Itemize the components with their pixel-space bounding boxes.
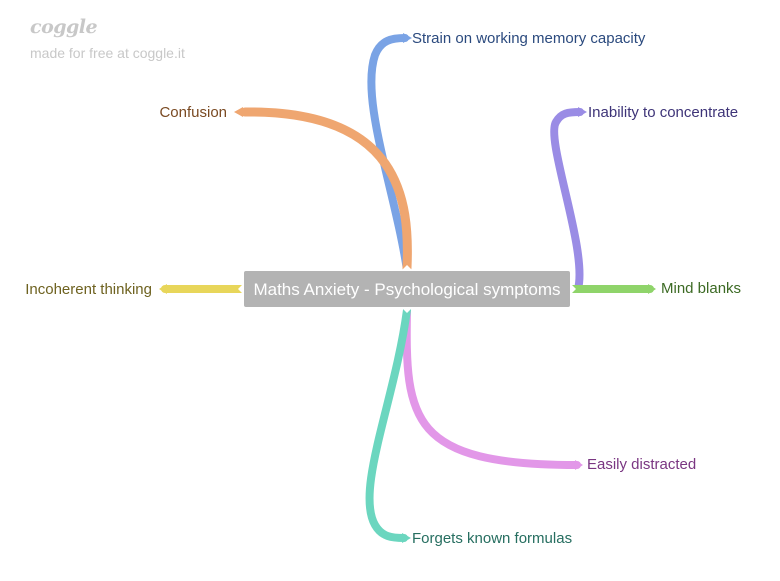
branch-label-mindblanks[interactable]: Mind blanks: [661, 280, 741, 297]
branch-labels: Strain on working memory capacity Confus…: [25, 30, 741, 547]
branch-curve-strain[interactable]: [367, 34, 411, 274]
root-connector-right: [570, 283, 576, 295]
root-connector-bottom: [401, 307, 413, 313]
branch-curve-formulas[interactable]: [365, 306, 411, 542]
branch-curve-confusion[interactable]: [240, 107, 412, 273]
branch-label-strain[interactable]: Strain on working memory capacity: [412, 30, 646, 47]
root-node-label[interactable]: Maths Anxiety - Psychological symptoms: [253, 280, 560, 299]
arrow-tip-incoherent: [159, 284, 167, 294]
coggle-watermark[interactable]: coggle made for free at coggle.it: [30, 16, 185, 61]
branch-connectors: [159, 33, 656, 543]
coggle-logo[interactable]: coggle: [30, 16, 98, 38]
arrow-tip-mindblanks: [648, 284, 656, 294]
branch-label-incoherent[interactable]: Incoherent thinking: [25, 281, 152, 298]
branch-label-formulas[interactable]: Forgets known formulas: [412, 530, 572, 547]
root-node[interactable]: Maths Anxiety - Psychological symptoms: [238, 265, 576, 313]
arrow-tip-distracted: [575, 460, 583, 470]
root-connector-left: [238, 283, 244, 295]
arrow-tip-inability: [578, 107, 587, 117]
branch-label-inability[interactable]: Inability to concentrate: [588, 104, 738, 121]
branch-curve-distracted[interactable]: [402, 306, 581, 469]
arrow-tip-strain: [403, 33, 412, 43]
root-connector-top: [401, 265, 413, 271]
watermark-tagline[interactable]: made for free at coggle.it: [30, 45, 185, 61]
branch-label-confusion[interactable]: Confusion: [159, 104, 227, 121]
branch-curve-inability[interactable]: [550, 108, 584, 293]
arrow-tip-confusion: [234, 107, 243, 117]
root-node-box[interactable]: [244, 271, 570, 307]
arrow-tip-formulas: [402, 533, 411, 543]
branch-label-distracted[interactable]: Easily distracted: [587, 456, 696, 473]
